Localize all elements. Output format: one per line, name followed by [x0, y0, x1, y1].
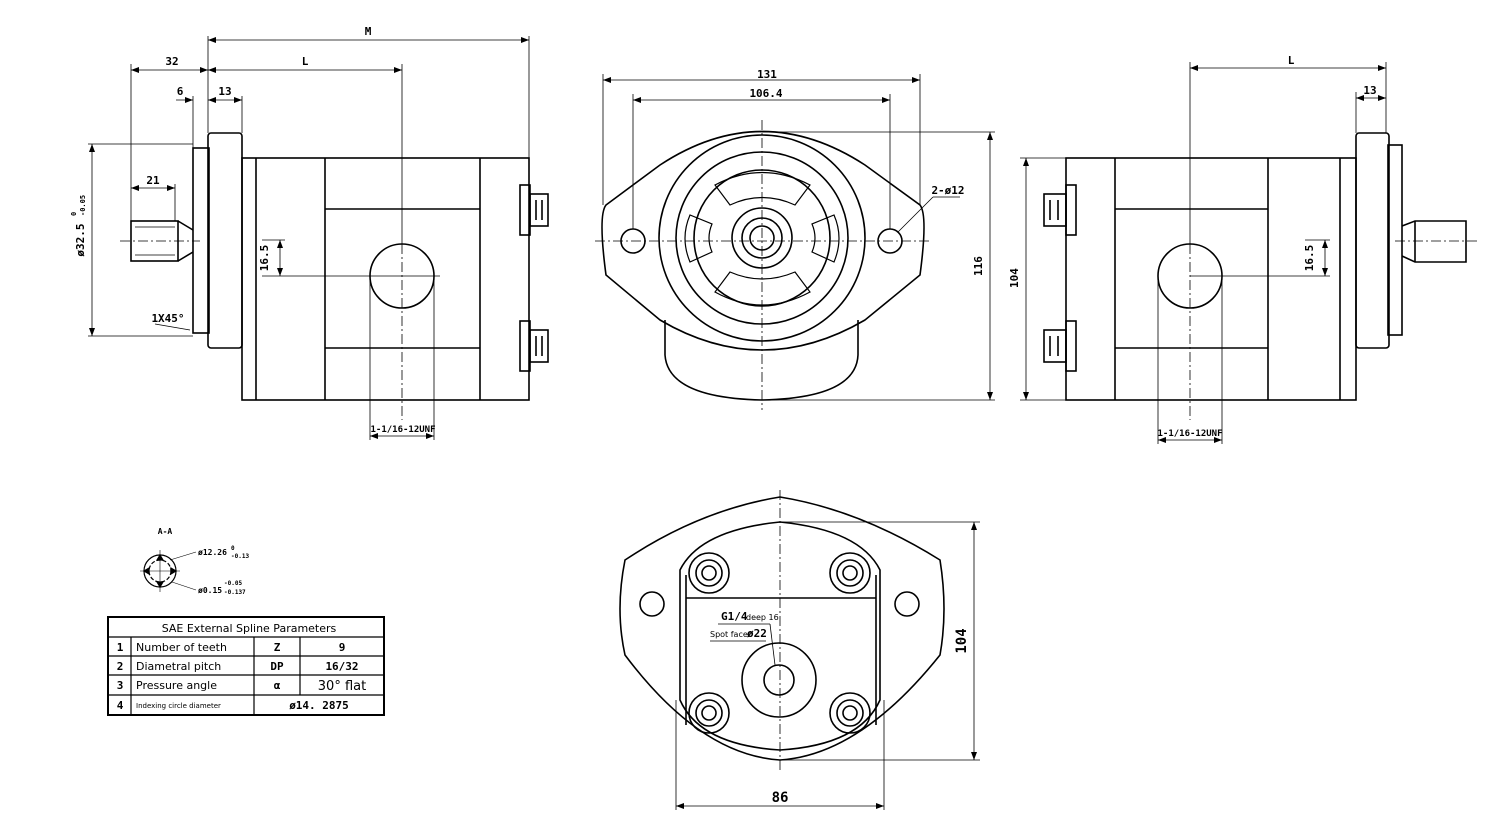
table-row-label: Pressure angle [136, 679, 217, 692]
table-row-label: Diametral pitch [136, 660, 221, 673]
front-view-labels: 131 106.4 2-ø12 116 [749, 68, 985, 276]
front-view-dimension-lines [595, 74, 995, 410]
thread-depth: deep 16 [746, 613, 779, 622]
table-row-symbol: Z [274, 641, 281, 654]
table-row-num: 3 [117, 679, 124, 692]
right-side-view-dimension-lines [1020, 62, 1480, 444]
section-a-a: A-A ø12.26 0 -0.13 ø0.15 -0.05 -0.137 [140, 527, 249, 596]
right-side-view [1043, 132, 1467, 401]
dim-104-right: 104 [1008, 268, 1021, 288]
table-row-label: Number of teeth [136, 641, 227, 654]
table-row-symbol: DP [270, 660, 284, 673]
table-row-value: 9 [339, 641, 346, 654]
dim-l-left: L [302, 55, 309, 68]
dim-21: 21 [146, 174, 160, 187]
dim-104-bottom: 104 [954, 628, 970, 653]
dim-holes: 2-ø12 [931, 184, 964, 197]
dim-32: 32 [165, 55, 178, 68]
table-row-value: 16/32 [325, 660, 358, 673]
dim-86: 86 [772, 790, 789, 806]
left-side-view-labels: M 32 L 6 13 21 ø32.5 0 -0.05 16.5 1X45° … [70, 25, 436, 435]
dim-6: 6 [177, 85, 184, 98]
right-side-view-labels: L 13 104 16.5 1-1/16-12UNF [1008, 54, 1377, 439]
table-row-symbol: α [274, 679, 281, 692]
table-row-num: 4 [117, 699, 124, 712]
dim-port-right: 1-1/16-12UNF [1157, 429, 1222, 439]
dim-16-5-right: 16.5 [1303, 245, 1316, 272]
spline-minor-tol-up: -0.05 [224, 580, 242, 587]
spline-major-diameter: ø12.26 [198, 548, 227, 557]
dim-m: M [365, 25, 372, 38]
spline-major-tol-low: -0.13 [231, 553, 249, 560]
table-row-num: 1 [117, 641, 124, 654]
dim-shaft-tol-low: -0.05 [79, 195, 87, 216]
bottom-view-dimension-lines [675, 490, 980, 810]
thread-callout: G1/4 [721, 610, 748, 623]
dim-shaft-tol-up: 0 [70, 212, 78, 216]
table-title: SAE External Spline Parameters [162, 622, 337, 635]
dim-13-left: 13 [218, 85, 231, 98]
spot-facer-label: Spot facer [710, 630, 752, 639]
dim-106-4: 106.4 [749, 87, 782, 100]
spline-minor-tol-low: -0.137 [224, 589, 246, 596]
table-row-value: ø14. 2875 [289, 699, 349, 712]
table-row-num: 2 [117, 660, 124, 673]
dim-shaft-diameter: ø32.5 [74, 223, 87, 256]
dim-13-right: 13 [1363, 84, 1376, 97]
left-side-view [130, 132, 549, 401]
spline-parameters-table: SAE External Spline Parameters 1 Number … [107, 616, 385, 716]
dim-116: 116 [972, 256, 985, 276]
bottom-view [619, 496, 945, 761]
dim-16-5-left: 16.5 [258, 245, 271, 272]
front-view [601, 130, 925, 401]
dim-chamfer: 1X45° [151, 312, 184, 325]
dim-l-right: L [1288, 54, 1295, 67]
spline-minor-diameter: ø0.15 [198, 586, 222, 595]
dim-port-left: 1-1/16-12UNF [370, 425, 435, 435]
spot-facer-diameter: ø22 [747, 627, 767, 640]
bottom-view-labels: G1/4 deep 16 Spot facer ø22 104 86 [710, 610, 970, 806]
table-row-value: 30° flat [318, 679, 366, 694]
section-label: A-A [158, 527, 173, 536]
dim-131: 131 [757, 68, 777, 81]
spline-major-tol-up: 0 [231, 545, 235, 552]
table-row-label: Indexing circle diameter [136, 702, 221, 710]
left-side-view-dimension-lines [88, 36, 530, 440]
